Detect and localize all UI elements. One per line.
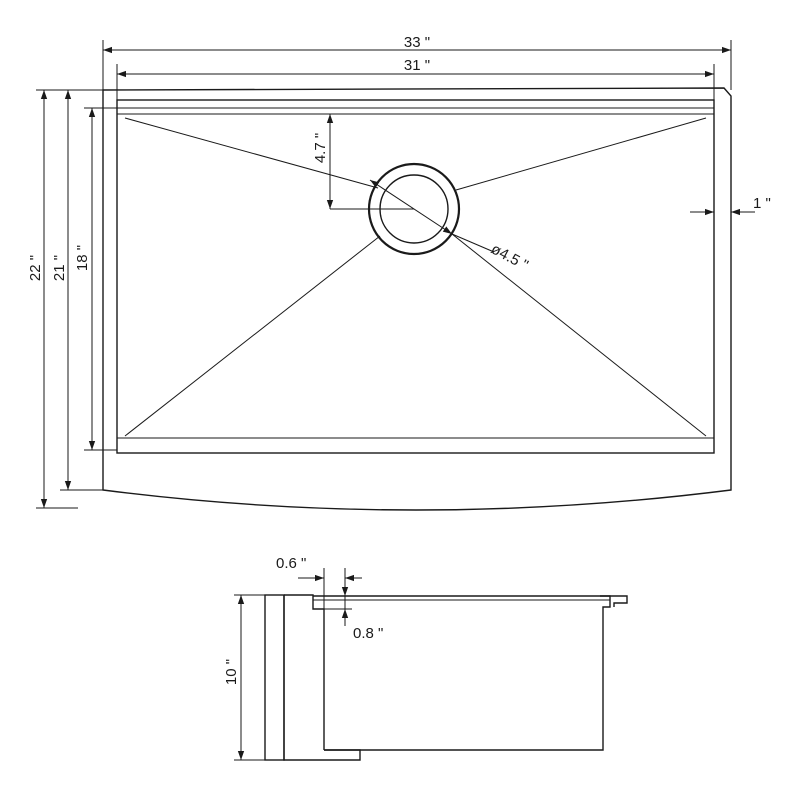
bowl-outline (116, 99, 715, 454)
dim-rim-edge: 1 " (753, 195, 771, 212)
top-view: 33 " 31 " 22 " 21 " 18 " 4.7 " ø4.5 " 1 … (27, 34, 771, 511)
dim-rim-depth: 21 " (51, 255, 68, 281)
dim-drain-offset: 4.7 " (312, 133, 329, 163)
sink-outer-outline (102, 87, 732, 511)
slope-line (455, 117, 707, 191)
apron-panel (264, 594, 285, 761)
side-bowl (313, 595, 611, 751)
side-view: 0.6 " 0.8 " 10 " (223, 555, 628, 761)
dim-drain-diameter: ø4.5 " (488, 241, 531, 275)
slope-line (451, 233, 707, 437)
dim-overall-width: 33 " (404, 34, 430, 51)
back-ledge (116, 99, 715, 109)
side-ledge (284, 594, 325, 750)
dim-ledge-depth: 0.8 " (353, 625, 383, 642)
dim-inner-width: 31 " (404, 57, 430, 74)
dim-ledge-width: 0.6 " (276, 555, 306, 572)
dim-bowl-depth: 18 " (74, 245, 91, 271)
slope-line (124, 235, 381, 437)
slope-line (124, 117, 379, 189)
front-ledge (116, 437, 715, 454)
dim-overall-depth: 22 " (27, 255, 44, 281)
dim-side-height: 10 " (223, 659, 240, 685)
